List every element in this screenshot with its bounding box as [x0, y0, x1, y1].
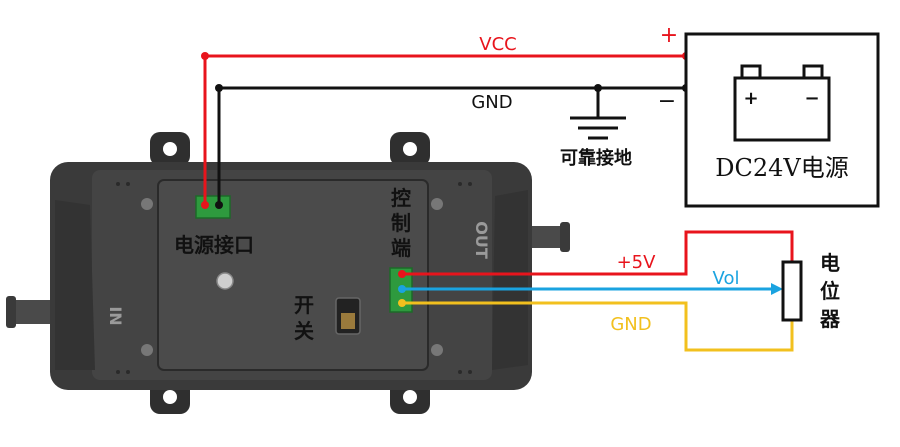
- svg-text:位: 位: [820, 279, 840, 303]
- svg-text:电: 电: [820, 251, 840, 275]
- in-label: IN: [106, 306, 125, 325]
- control-end-label: 控 制 端: [391, 186, 411, 260]
- svg-text:关: 关: [294, 319, 314, 343]
- ground-symbol-icon: [570, 116, 626, 140]
- plus5v-label: +5V: [617, 252, 657, 273]
- device-body: IN OUT: [6, 132, 570, 414]
- svg-text:制: 制: [391, 211, 411, 235]
- potentiometer-label: 电 位 器: [819, 251, 841, 331]
- gnd-top-label: GND: [471, 92, 512, 113]
- power-supply-box: [684, 32, 880, 208]
- plus5v-wire: [402, 230, 794, 276]
- switch-label: 开 关: [294, 293, 314, 343]
- power-supply-label: DC24V电源: [715, 154, 848, 182]
- battery-minus-label: −: [804, 88, 819, 109]
- svg-text:器: 器: [819, 307, 841, 331]
- power-connector[interactable]: [195, 195, 231, 219]
- plus-polarity-label: +: [660, 23, 678, 48]
- gnd-yellow-wire: [402, 301, 794, 352]
- battery-plus-label: +: [743, 88, 758, 109]
- switch[interactable]: [335, 297, 361, 335]
- svg-text:端: 端: [391, 236, 411, 260]
- power-port-label: 电源接口: [174, 233, 254, 257]
- svg-text:控: 控: [391, 186, 411, 210]
- svg-text:开: 开: [294, 293, 314, 317]
- ground-label: 可靠接地: [560, 147, 632, 169]
- screw-icons: [141, 198, 443, 356]
- vol-label: Vol: [713, 268, 740, 289]
- potentiometer: [781, 260, 803, 322]
- vcc-label: VCC: [479, 34, 516, 55]
- minus-polarity-label: −: [658, 89, 676, 114]
- gnd-bottom-label: GND: [610, 314, 651, 335]
- center-button-icon: [216, 272, 234, 290]
- out-label: OUT: [472, 221, 491, 259]
- battery-icon: [733, 64, 831, 142]
